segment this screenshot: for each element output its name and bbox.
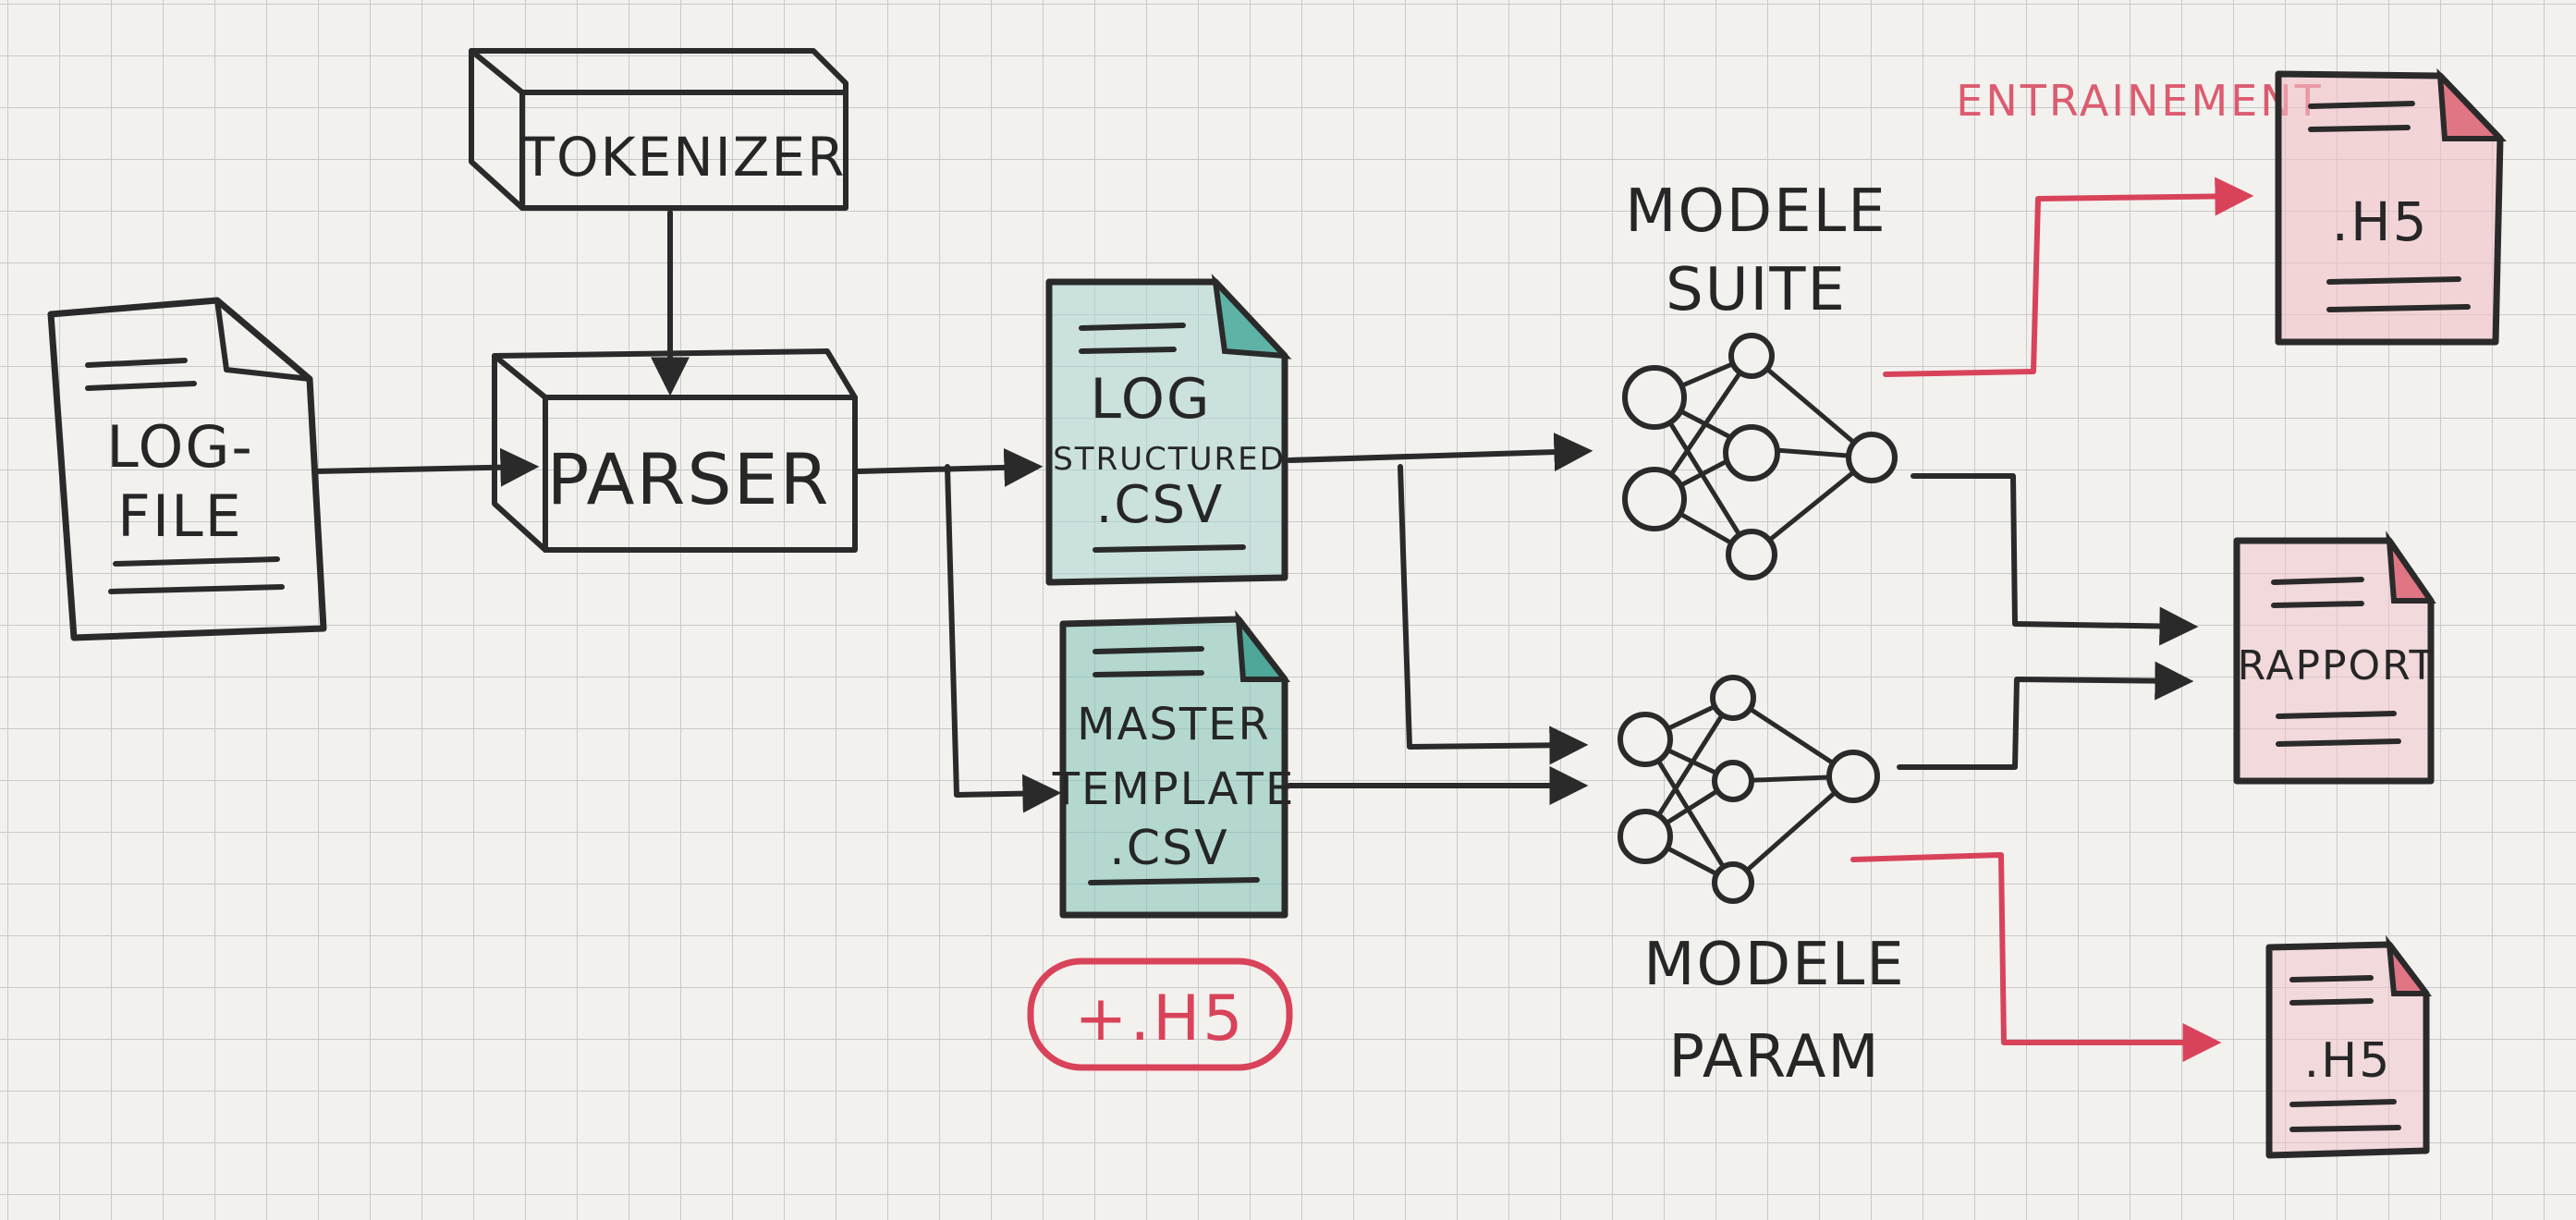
modele-param-label-line1: MODELE: [1643, 931, 1905, 999]
modele-suite-label-line2: SUITE: [1666, 256, 1847, 324]
rapport-document: RAPPORT: [2233, 531, 2436, 785]
arrow-logfile-to-parser: [311, 447, 540, 487]
parser-box: PARSER: [492, 348, 858, 553]
log-file-document: LOG- FILE: [47, 297, 327, 641]
h5-top-document: .H5: [2275, 67, 2508, 346]
entrainement-label: ENTRAINEMENT: [1956, 76, 2323, 126]
param-input-node-1: [1618, 712, 1673, 767]
modele-param-label-line2: PARAM: [1668, 1023, 1880, 1092]
h5-top-label: .H5: [2332, 190, 2429, 253]
rapport-label: RAPPORT: [2238, 642, 2436, 689]
tokenizer-label: TOKENIZER: [521, 126, 847, 189]
log-file-label-line2: FILE: [117, 482, 243, 550]
tokenizer-box: TOKENIZER: [469, 48, 848, 211]
param-hidden-node-2: [1712, 760, 1754, 802]
param-hidden-node-3: [1712, 861, 1754, 904]
param-input-node-2: [1618, 809, 1673, 864]
parser-label: PARSER: [547, 438, 831, 520]
h5-bottom-label: .H5: [2304, 1033, 2392, 1089]
log-structured-csv-document: LOG STRUCTURED .CSV: [1045, 274, 1292, 586]
suite-hidden-node-3: [1726, 529, 1777, 580]
master-template-label-line2: TEMPLATE: [1052, 763, 1296, 815]
modele-suite-label-line1: MODELE: [1625, 177, 1886, 246]
arrow-log-structured-to-modele-suite: [1287, 433, 1593, 472]
master-template-label-line1: MASTER: [1077, 699, 1271, 750]
h5-badge: +.H5: [1027, 958, 1293, 1071]
arrow-modele-param-to-rapport: [1897, 661, 2194, 770]
log-structured-label-line1: LOG: [1090, 367, 1211, 432]
arrow-log-structured-to-modele-param: [1398, 464, 1589, 765]
h5-badge-label: +.H5: [1075, 982, 1246, 1055]
modele-param-network: MODELE PARAM: [1618, 675, 1905, 1092]
arrow-modele-suite-to-rapport: [1911, 473, 2199, 646]
master-template-csv-document: MASTER TEMPLATE .CSV: [1052, 610, 1296, 919]
h5-bottom-document: .H5: [2265, 934, 2433, 1159]
log-structured-label-line3: .CSV: [1096, 475, 1225, 535]
red-arrow-modele-param-to-h5-bottom: [1850, 852, 2222, 1062]
red-arrow-modele-suite-to-h5-top: [1883, 177, 2254, 377]
suite-input-node-1: [1622, 365, 1687, 430]
suite-input-node-2: [1622, 467, 1687, 531]
log-structured-label-line2: STRUCTURED: [1053, 441, 1286, 478]
param-output-node: [1826, 750, 1880, 803]
suite-hidden-node-2: [1723, 424, 1780, 482]
suite-output-node: [1846, 432, 1898, 483]
master-template-label-line3: .CSV: [1109, 821, 1228, 876]
arrow-parser-to-master-template: [945, 464, 1062, 813]
modele-suite-network: MODELE SUITE: [1622, 177, 1898, 580]
param-hidden-node-1: [1710, 675, 1756, 721]
suite-hidden-node-1: [1728, 333, 1775, 379]
log-file-label-line1: LOG-: [106, 413, 254, 481]
